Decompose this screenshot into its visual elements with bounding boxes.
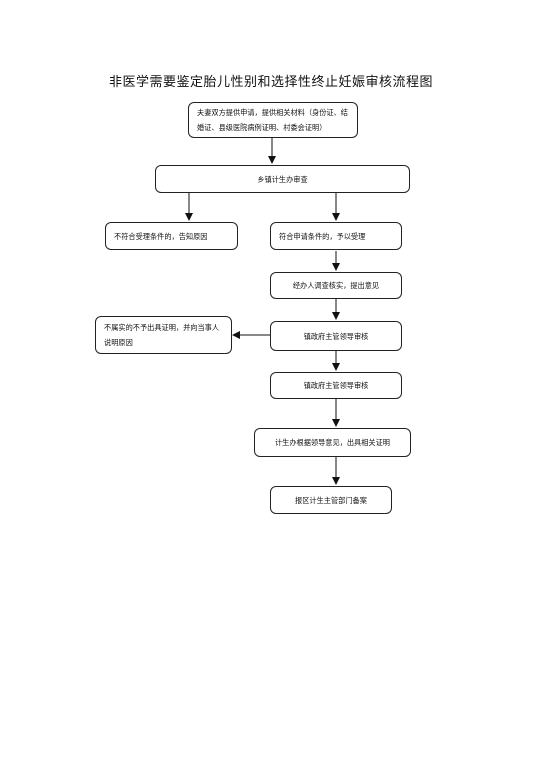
node-reject: 不符合受理条件的，告知原因 [105,222,238,250]
node-township-review: 乡镇计生办审查 [155,165,410,193]
node-file-record: 报区计生主管部门备案 [270,486,392,514]
node-leader-review-2: 镇政府主管领导审核 [270,372,402,399]
node-accept: 符合申请条件的，予以受理 [270,222,402,250]
node-no-certificate: 不属实的不予出具证明，并向当事人说明原因 [95,316,232,354]
node-leader-review-1: 镇政府主管领导审核 [270,321,402,351]
node-issue-certificate: 计生办根据领导意见，出具相关证明 [254,428,411,457]
node-investigate: 经办人调查核实，提出意见 [270,272,402,299]
page-title: 非医学需要鉴定胎儿性别和选择性终止妊娠审核流程图 [108,75,433,90]
node-apply: 夫妻双方提供申请，提供相关材料（身份证、结婚证、县级医院病例证明、村委会证明） [188,102,358,138]
